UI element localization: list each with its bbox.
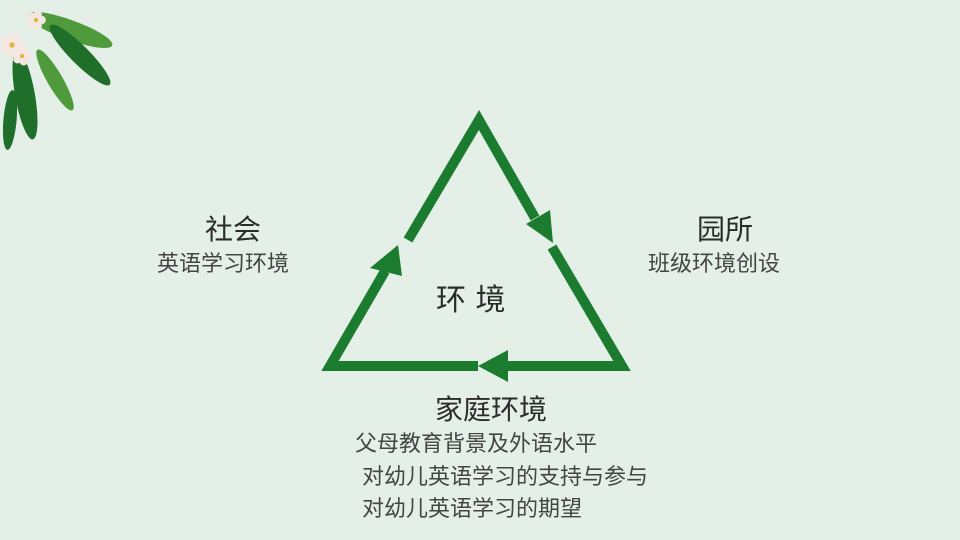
arrow-top-right-head bbox=[526, 210, 553, 243]
society-title: 社会 bbox=[205, 213, 262, 246]
tropical-leaves-icon bbox=[0, 10, 113, 150]
flower-1 bbox=[0, 32, 25, 58]
arrow-right-bottom-shaft bbox=[505, 244, 631, 371]
family-title: 家庭环境 bbox=[435, 393, 548, 426]
arrow-top-right-shaft bbox=[403, 110, 540, 243]
flower-3 bbox=[13, 46, 32, 66]
kindergarten-title: 园所 bbox=[697, 213, 754, 246]
arrow-left-up-head bbox=[370, 245, 402, 276]
leaf-3 bbox=[12, 50, 38, 140]
family-line-1: 父母教育背景及外语水平 bbox=[355, 432, 598, 457]
arrow-right-bottom-head bbox=[478, 350, 508, 382]
center-label: 环 境 bbox=[436, 283, 506, 318]
leaf-2 bbox=[49, 24, 111, 86]
leaf-5 bbox=[2, 90, 18, 150]
leaf-1 bbox=[27, 12, 113, 48]
society-line-1: 英语学习环境 bbox=[157, 252, 290, 277]
kindergarten-line-1: 班级环境创设 bbox=[648, 252, 781, 277]
family-line-3: 对幼儿英语学习的期望 bbox=[362, 497, 583, 522]
arrow-left-up-shaft bbox=[321, 268, 478, 371]
family-line-2: 对幼儿英语学习的支持与参与 bbox=[362, 465, 649, 490]
flower-2 bbox=[27, 10, 46, 30]
leaf-4 bbox=[36, 49, 74, 111]
